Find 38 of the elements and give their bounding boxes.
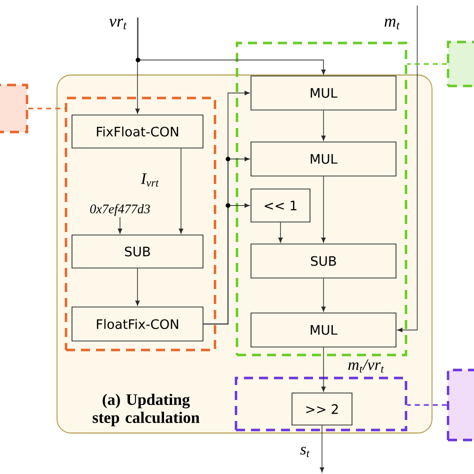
process-box: >> 2 xyxy=(292,392,352,426)
edge-label: m$_{t}$/vr$_{t}$ xyxy=(348,359,384,373)
arrow xyxy=(138,17,326,75)
process-box: SUB xyxy=(250,244,396,278)
process-box: MUL xyxy=(250,142,396,176)
arrow xyxy=(320,425,324,472)
process-box: FixFloat-CON xyxy=(72,114,204,148)
process-box: SUB xyxy=(72,234,204,268)
arrow xyxy=(278,222,283,243)
arrow xyxy=(321,347,326,392)
constant-label: 0x7ef477d3 xyxy=(90,204,150,216)
panel-title: (a) Updating step calculation xyxy=(92,394,200,426)
input-label: m$_{t}$ xyxy=(384,18,400,30)
callout-box xyxy=(446,368,474,442)
arrow xyxy=(178,148,184,234)
arrow xyxy=(321,278,326,312)
arrow xyxy=(203,203,250,324)
arrow xyxy=(118,216,122,234)
process-box: MUL xyxy=(250,76,396,110)
process-box: FloatFix-CON xyxy=(72,306,204,342)
edge-label: I$_{vrt}$ xyxy=(140,173,159,187)
arrow xyxy=(135,268,140,306)
dashed-group-box xyxy=(236,42,408,356)
callout-box xyxy=(446,40,474,88)
input-label: vr$_{t}$ xyxy=(109,18,127,30)
process-box: MUL xyxy=(250,312,396,348)
dashed-group-box xyxy=(234,376,408,432)
arrow xyxy=(321,176,326,243)
edge-label: s$_{t}$ xyxy=(300,446,310,458)
leader-line xyxy=(407,404,447,406)
arrow xyxy=(397,5,418,332)
process-box: << 1 xyxy=(250,188,310,222)
leader-line xyxy=(407,63,447,65)
callout-box xyxy=(0,84,28,134)
arrow xyxy=(135,17,140,114)
leader-line xyxy=(28,108,65,110)
dashed-group-box xyxy=(64,96,216,352)
arrow xyxy=(321,110,326,141)
